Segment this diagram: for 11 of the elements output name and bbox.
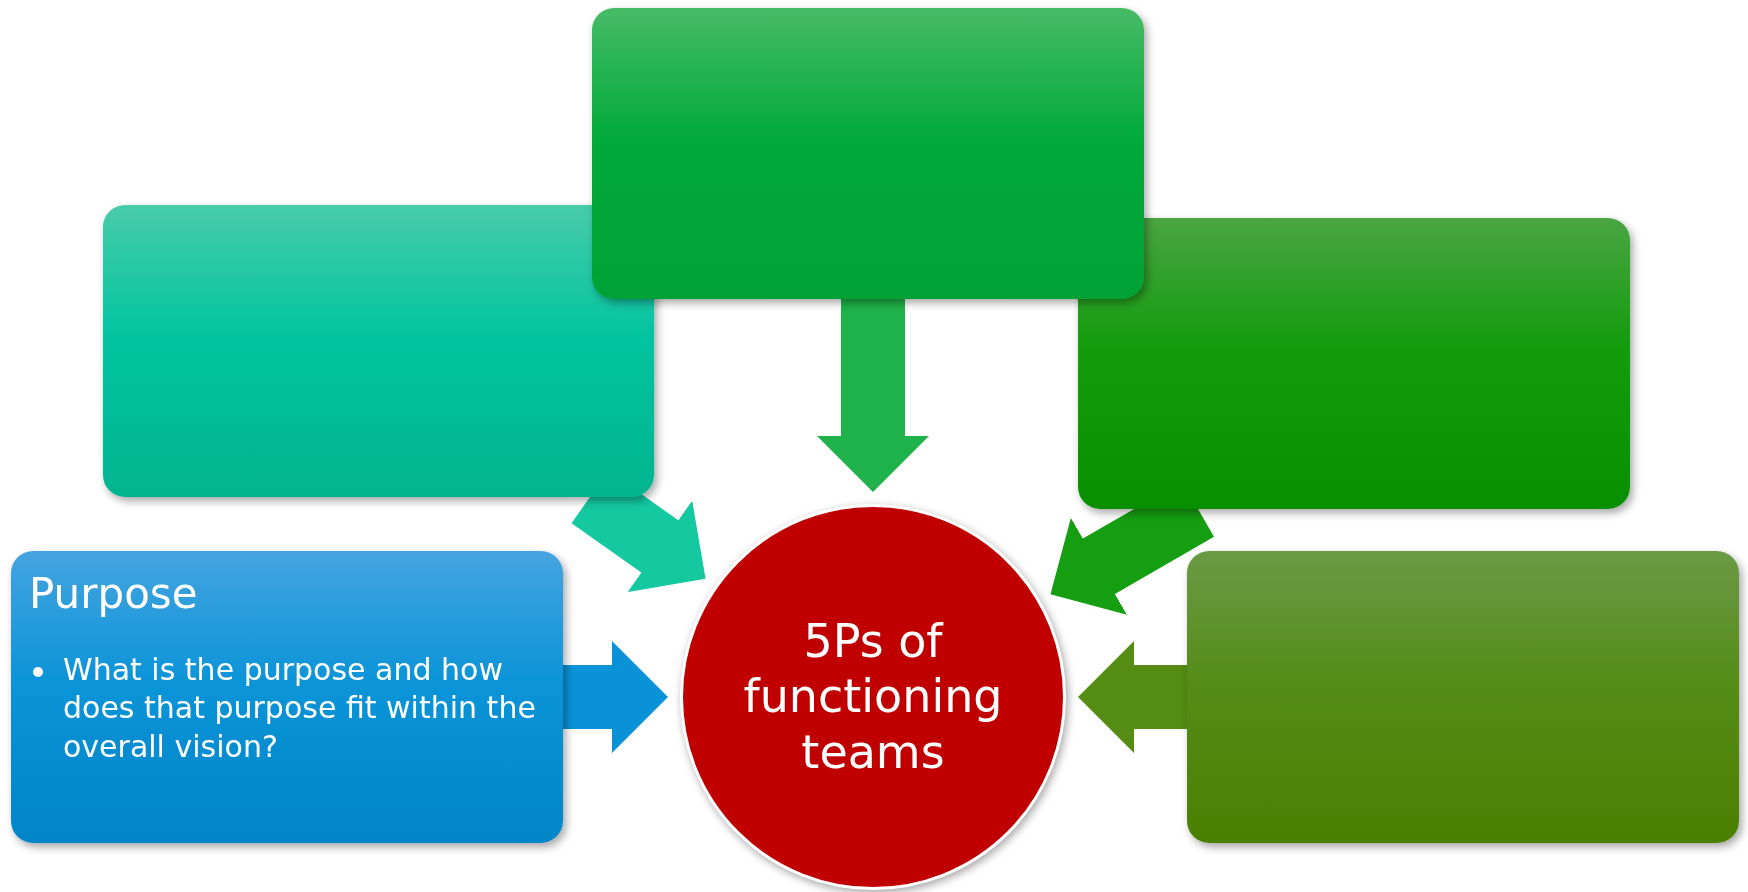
box-heading: Purpose xyxy=(29,569,198,618)
rounded-box xyxy=(103,205,654,497)
rounded-box xyxy=(11,551,563,843)
rounded-box xyxy=(592,8,1144,299)
block-arrow xyxy=(817,299,929,492)
circle-title: 5Ps of functioning teams xyxy=(742,614,1004,780)
rounded-box xyxy=(1187,551,1739,843)
bullet-text: What is the purpose and how does that purpose fit within the overall vision? xyxy=(63,651,537,766)
block-arrow xyxy=(1078,641,1187,753)
block-arrow xyxy=(563,641,668,753)
rounded-box xyxy=(1078,218,1630,509)
